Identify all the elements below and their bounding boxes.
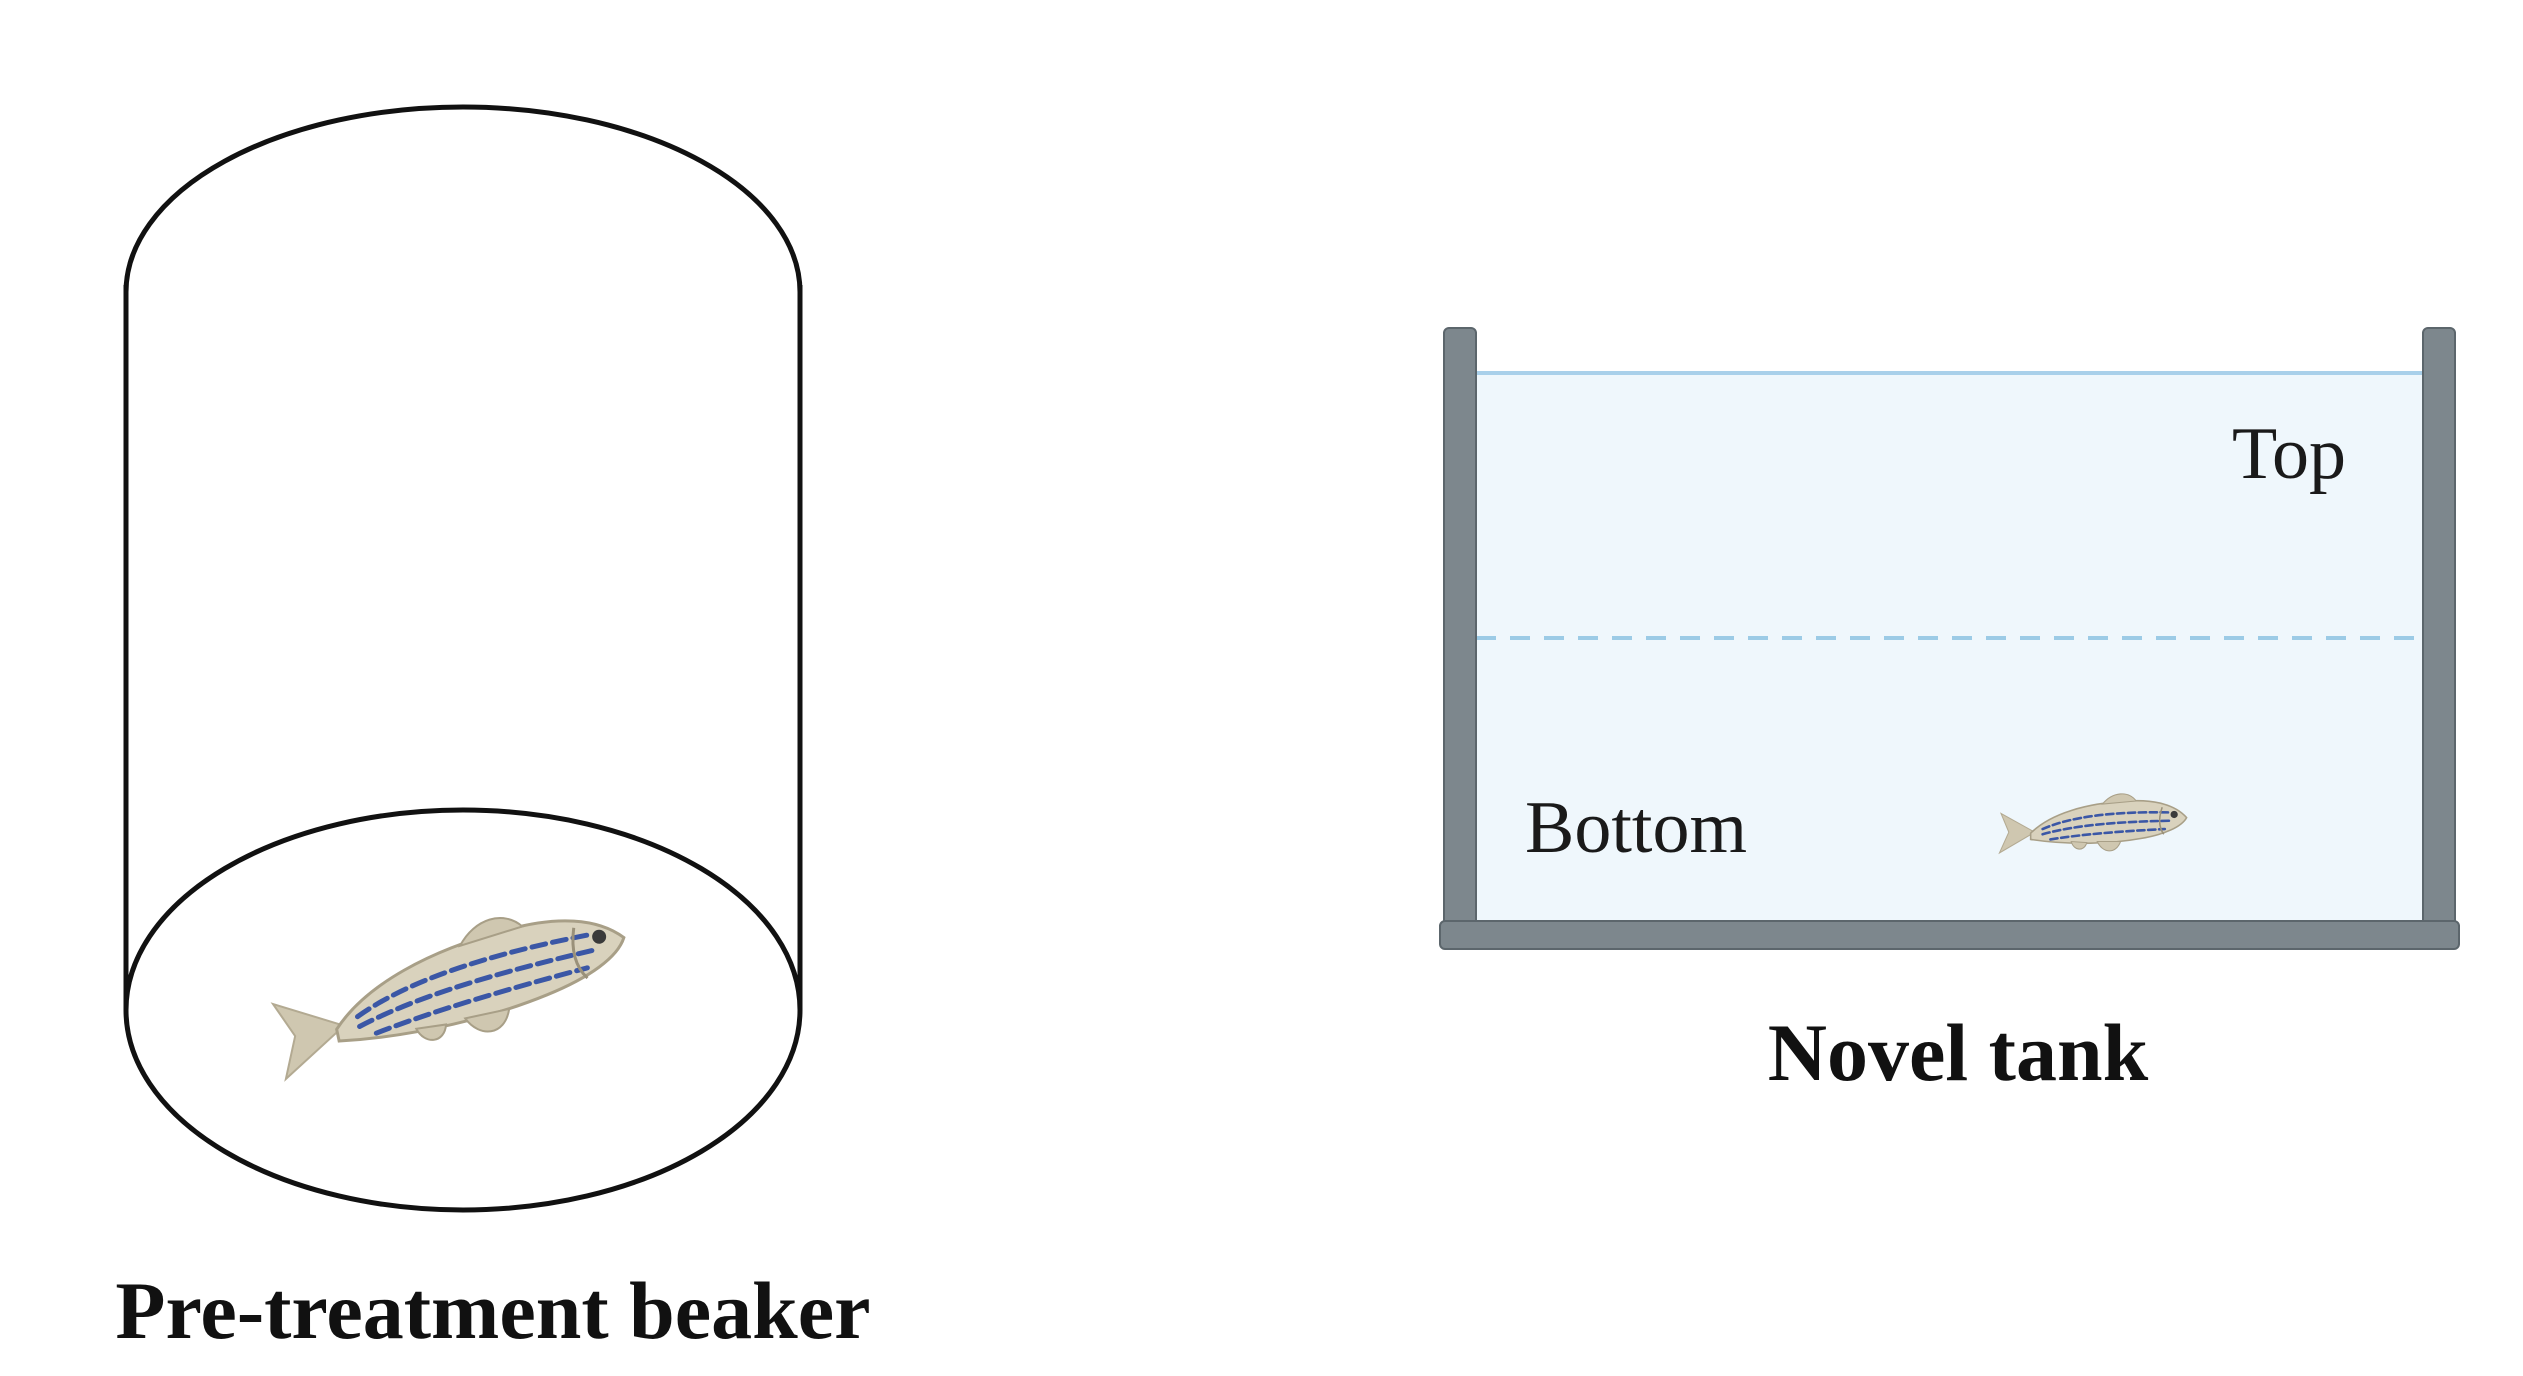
beaker-top-rim [123, 104, 803, 293]
tank-floor [1439, 920, 2460, 950]
pretreatment-beaker: Pre-treatment beaker [115, 104, 871, 1356]
beaker-caption: Pre-treatment beaker [115, 1265, 870, 1356]
tank-left-wall [1443, 327, 1477, 941]
novel-tank: Top Bottom Novel tank [1439, 327, 2460, 1098]
tank-caption: Novel tank [1768, 1007, 2149, 1098]
beaker-base [123, 807, 803, 1213]
zebrafish-in-beaker [262, 893, 638, 1079]
tank-bottom-zone-label: Bottom [1525, 787, 1747, 869]
tank-water [1476, 372, 2423, 925]
tank-top-zone-label: Top [2232, 413, 2346, 495]
tank-right-wall [2422, 327, 2456, 941]
